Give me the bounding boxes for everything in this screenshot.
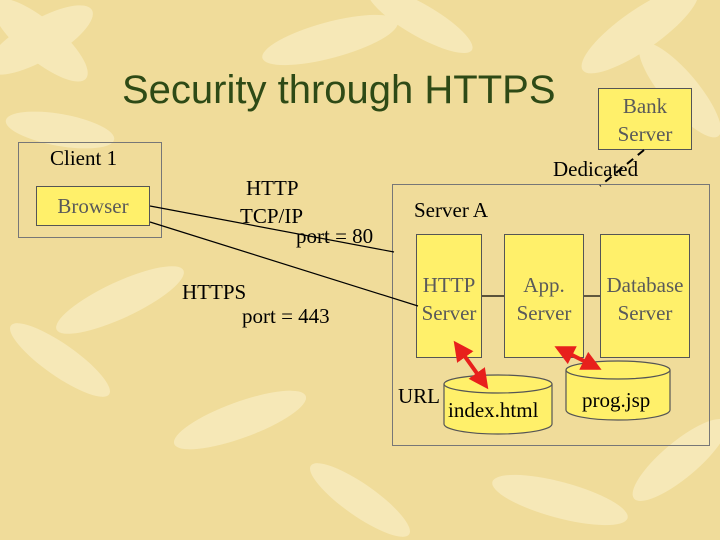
browser-box: Browser <box>36 186 150 226</box>
http-connection-line <box>149 205 395 253</box>
database-server-label-line1: Database <box>606 273 684 297</box>
bank-server-label-line1: Bank <box>622 94 668 118</box>
index-file-label: index.html <box>448 398 539 422</box>
prog-file-label: prog.jsp <box>582 388 651 412</box>
app-server-label-line2: Server <box>516 301 572 325</box>
https-label: HTTPS <box>182 280 247 304</box>
app-server-box: App. Server <box>504 234 584 358</box>
app-server-prog-arrow <box>554 346 602 370</box>
database-server-box: Database Server <box>600 234 690 358</box>
url-label: URL <box>398 384 440 408</box>
http-server-box: HTTP Server <box>416 234 482 358</box>
database-server-label-line2: Server <box>617 301 673 325</box>
dedicated-label: Dedicated <box>553 157 639 181</box>
dedicated-dashed-link <box>599 149 645 187</box>
server-a-box <box>392 184 710 446</box>
http-server-index-arrow <box>453 340 489 390</box>
browser-label: Browser <box>57 194 129 218</box>
bank-server-box: Bank Server <box>598 88 692 150</box>
tcpip-label: TCP/IP <box>240 204 304 228</box>
http-server-label-line1: HTTP <box>422 273 476 297</box>
client-box <box>18 142 162 238</box>
http-label: HTTP <box>246 176 299 200</box>
https-connection-line <box>149 221 419 307</box>
slide-title: Security through HTTPS <box>122 68 556 112</box>
server-a-label: Server A <box>414 198 489 222</box>
bank-server-label-line2: Server <box>617 122 673 146</box>
app-server-label-line1: App. <box>523 273 565 297</box>
http-server-label-line2: Server <box>421 301 477 325</box>
https-port-label: port = 443 <box>242 304 330 328</box>
client-label: Client 1 <box>50 146 118 170</box>
